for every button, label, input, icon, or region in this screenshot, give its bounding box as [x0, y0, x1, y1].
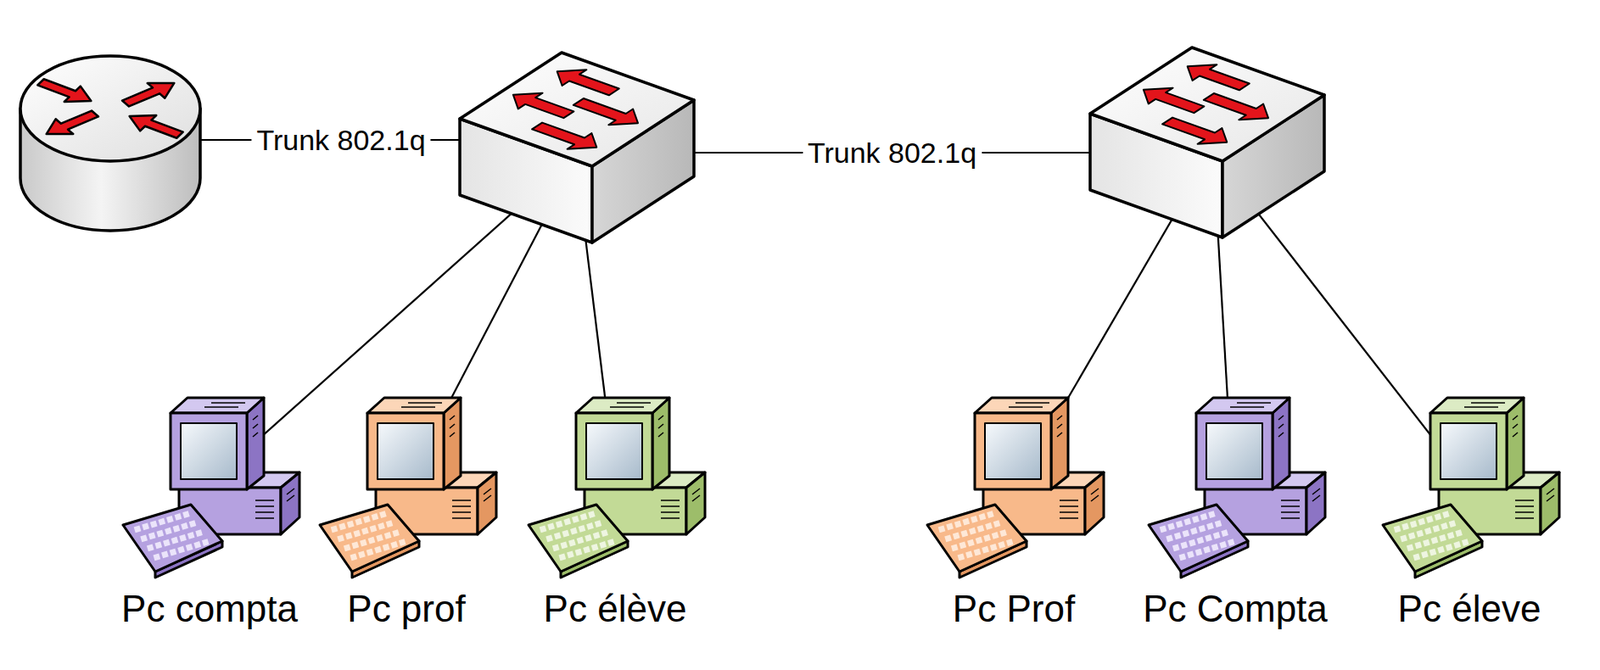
node-label: Pc Prof [903, 587, 1125, 632]
node-label: Pc élève [504, 587, 726, 632]
switch-symbol [459, 52, 694, 243]
pc-icon [927, 397, 1104, 578]
pc-icon [528, 397, 705, 578]
switch-node [483, 76, 671, 204]
pc-node: Pc Compta [1200, 404, 1286, 487]
pc-node: Pc élève [580, 404, 666, 487]
router-node [20, 59, 199, 226]
node-label: Pc Compta [1124, 587, 1346, 632]
pc-node: Pc prof [371, 404, 457, 487]
pc-icon [1148, 397, 1326, 578]
switch-node [1113, 71, 1301, 199]
node-label: Pc compta [99, 587, 320, 632]
router-symbol [20, 55, 201, 231]
pc-node: Pc éleve [1434, 404, 1520, 487]
node-label: Pc prof [296, 587, 517, 632]
pc-icon [123, 397, 300, 578]
pc-node: Pc Prof [979, 404, 1064, 487]
link-label: Trunk 802.1q [251, 123, 431, 157]
link-label: Trunk 802.1q [802, 135, 982, 170]
node-label: Pc éleve [1359, 587, 1580, 632]
switch-symbol [1090, 47, 1325, 238]
pc-icon [319, 397, 497, 578]
pc-icon [1382, 397, 1560, 578]
pc-node: Pc compta [174, 404, 260, 487]
access-link [447, 203, 554, 405]
access-link [1063, 198, 1185, 406]
